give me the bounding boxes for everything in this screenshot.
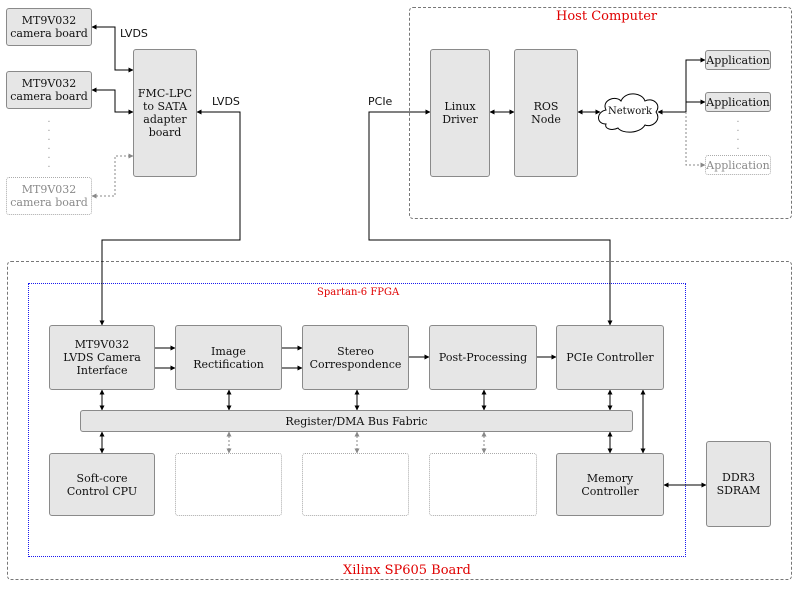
cam2-to-adapter-link xyxy=(91,87,134,115)
soft-core-cpu-block: Soft-core Control CPU xyxy=(49,453,155,516)
ros-node-line1: ROS xyxy=(533,100,559,113)
application-1-label: Application xyxy=(706,53,770,67)
camera-board-2: MT9V032 camera board xyxy=(6,71,92,109)
image-rectification-block: Image Rectification xyxy=(175,325,282,390)
camera-board-1-line1: MT9V032 xyxy=(21,14,77,27)
ros-node-line2: Node xyxy=(531,113,561,126)
stereo-line1: Stereo xyxy=(337,344,374,358)
camera-board-3-line2: camera board xyxy=(10,196,88,209)
bus-fabric: Register/DMA Bus Fabric xyxy=(80,410,633,432)
memory-controller-block: Memory Controller xyxy=(556,453,664,516)
post-processing-block: Post-Processing xyxy=(429,325,537,390)
camera-interface-block: MT9V032 LVDS Camera Interface xyxy=(49,325,155,390)
camera-board-3: MT9V032 camera board xyxy=(6,177,92,215)
linux-driver-line2: Driver xyxy=(442,113,478,126)
adapter-line4: board xyxy=(148,126,182,139)
camera-interface-line1: MT9V032 xyxy=(74,338,130,351)
camera-board-3-line1: MT9V032 xyxy=(21,183,77,196)
linux-driver-line1: Linux xyxy=(444,100,476,113)
fmc-lpc-adapter-board: FMC-LPC to SATA adapter board xyxy=(133,49,197,177)
ddr3-line1: DDR3 xyxy=(722,471,755,484)
application-2-label: Application xyxy=(706,95,770,109)
lvds-label-adapter: LVDS xyxy=(212,95,240,108)
fpga-title: Spartan-6 FPGA xyxy=(317,287,400,298)
camera-board-1-line2: camera board xyxy=(10,27,88,40)
cam3-to-adapter-link xyxy=(91,153,134,199)
more-apps-ellipsis: ···· xyxy=(736,117,740,155)
spare-slot-3 xyxy=(429,453,537,516)
sp605-board-region xyxy=(7,261,792,580)
pcie-label: PCIe xyxy=(368,95,393,108)
host-computer-title: Host Computer xyxy=(556,9,658,24)
application-2: Application xyxy=(705,92,771,112)
camera-interface-line2: LVDS Camera xyxy=(63,351,141,364)
more-cameras-ellipsis: ······ xyxy=(47,117,51,173)
network-app1-link xyxy=(685,57,706,112)
ros-node-block: ROS Node xyxy=(514,49,578,177)
bus-fabric-label: Register/DMA Bus Fabric xyxy=(285,414,428,428)
camera-board-1: MT9V032 camera board xyxy=(6,8,92,46)
spare-slot-2 xyxy=(302,453,409,516)
application-3-label: Application xyxy=(706,158,770,172)
pcie-controller-block: PCIe Controller xyxy=(556,325,664,390)
spare-slot-1 xyxy=(175,453,282,516)
lvds-label-cameras: LVDS xyxy=(120,27,148,40)
rectification-line2: Rectification xyxy=(193,357,264,371)
application-1: Application xyxy=(705,50,771,70)
sp605-board-title: Xilinx SP605 Board xyxy=(343,563,471,578)
memory-controller-label: Memory Controller xyxy=(581,471,639,498)
post-processing-label: Post-Processing xyxy=(438,351,528,364)
network-label: Network xyxy=(608,106,653,117)
adapter-line2: to SATA xyxy=(142,100,188,113)
cam1-to-adapter-link xyxy=(91,24,134,73)
adapter-line1: FMC-LPC xyxy=(137,87,193,100)
camera-board-2-line2: camera board xyxy=(10,90,88,103)
stereo-line2: Correspondence xyxy=(309,357,402,371)
stereo-correspondence-block: Stereo Correspondence xyxy=(302,325,409,390)
fpga-region xyxy=(28,283,686,557)
network-app3-link xyxy=(685,112,706,168)
rectification-line1: Image xyxy=(211,344,246,358)
camera-board-2-line1: MT9V032 xyxy=(21,77,77,90)
cpu-line1: Soft-core xyxy=(76,471,128,485)
lvds-link xyxy=(99,109,241,326)
pcie-link xyxy=(368,109,613,326)
ddr3-line2: SDRAM xyxy=(716,484,761,497)
camera-interface-line3: Interface xyxy=(76,364,128,377)
application-3: Application xyxy=(705,155,771,175)
pcie-controller-label: PCIe Controller xyxy=(566,351,654,364)
network-cloud-icon xyxy=(598,93,659,133)
ddr3-sdram-block: DDR3 SDRAM xyxy=(706,441,771,527)
cpu-line2: Control CPU xyxy=(66,484,138,498)
adapter-line3: adapter xyxy=(143,113,187,126)
linux-driver-block: Linux Driver xyxy=(430,49,490,177)
